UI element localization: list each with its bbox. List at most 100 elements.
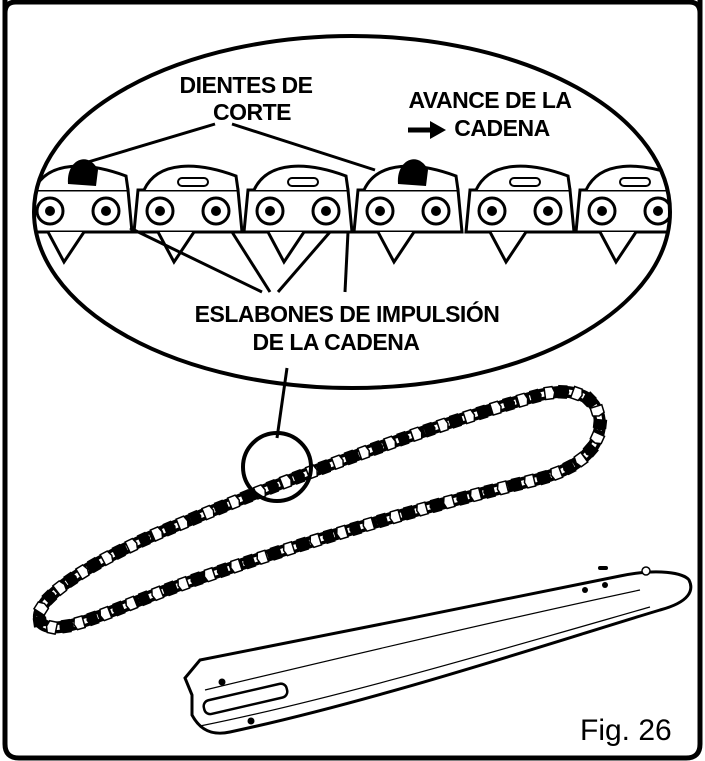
leader-cutting-tooth-left bbox=[77, 122, 216, 167]
chain-tooth bbox=[282, 540, 296, 557]
chain-tooth bbox=[409, 426, 423, 443]
chain-centerline bbox=[32, 385, 607, 634]
chain-tooth bbox=[151, 585, 165, 602]
guide-bar-edge bbox=[204, 589, 641, 691]
chain-tooth bbox=[177, 575, 191, 592]
chain-tooth bbox=[51, 579, 68, 597]
guide-bar bbox=[183, 566, 693, 735]
chain-tooth bbox=[111, 543, 126, 560]
guide-bar-edge-lower bbox=[199, 606, 651, 727]
chain-tooth bbox=[523, 473, 537, 489]
chain-link bbox=[34, 159, 134, 265]
chain-tooth bbox=[269, 545, 283, 561]
right-arrow-icon bbox=[408, 121, 446, 139]
chain-tooth bbox=[396, 430, 410, 447]
chain-tooth bbox=[456, 490, 470, 506]
chain-tooth bbox=[330, 454, 344, 471]
chain-tooth bbox=[322, 528, 336, 545]
chain-tooth bbox=[569, 385, 583, 402]
chain-tooth bbox=[382, 435, 397, 452]
chain-tooth bbox=[125, 595, 139, 612]
magnified-chain-links bbox=[34, 159, 670, 265]
chain-tooth bbox=[375, 512, 389, 529]
chain-tooth bbox=[488, 400, 502, 417]
chain-tooth bbox=[175, 515, 189, 532]
chain-tooth bbox=[362, 516, 376, 533]
label-cutting-teeth-line2: CORTE bbox=[213, 99, 291, 125]
chain-tooth bbox=[45, 619, 59, 635]
guide-bar-nose-hole-2 bbox=[582, 587, 588, 593]
chain-tooth bbox=[429, 497, 443, 514]
chain-tooth bbox=[573, 451, 589, 468]
chain-tooth bbox=[389, 508, 403, 525]
chain-tooth bbox=[435, 417, 449, 434]
chain-tooth bbox=[592, 418, 608, 431]
chain-tooth bbox=[515, 392, 529, 409]
chain-centerline-inner bbox=[36, 389, 603, 630]
chain-link bbox=[464, 164, 576, 265]
chain-tooth bbox=[580, 391, 597, 408]
label-cutting-teeth-line1: DIENTES DE bbox=[179, 72, 312, 98]
leader-drive-link-2 bbox=[230, 231, 272, 293]
chain-tooth bbox=[496, 480, 510, 496]
guide-bar-hole-2 bbox=[247, 717, 255, 725]
chain-tooth bbox=[528, 388, 542, 405]
figure-label: Fig. 26 bbox=[580, 714, 672, 747]
chain-tooth bbox=[469, 486, 483, 503]
chain-tooth bbox=[317, 459, 332, 476]
chain-tooth bbox=[537, 469, 551, 486]
chain-tooth bbox=[265, 478, 280, 495]
chain-link bbox=[132, 164, 244, 265]
chain-link bbox=[242, 164, 354, 265]
chain-tooth bbox=[416, 501, 429, 517]
detail-circle bbox=[241, 431, 313, 503]
chain-tooth bbox=[543, 385, 556, 401]
chain-tooth bbox=[59, 618, 72, 634]
chain-tooth bbox=[162, 520, 177, 537]
chain-tooth bbox=[336, 524, 350, 541]
label-drive-links-line1: ESLABONES DE IMPULSIÓN bbox=[195, 300, 500, 327]
label-chain-travel-line2: CADENA bbox=[454, 115, 549, 141]
chain-tooth bbox=[32, 601, 50, 617]
chain-tooth bbox=[369, 440, 384, 456]
leader-lines bbox=[77, 122, 376, 439]
chain-tooth bbox=[200, 504, 215, 521]
leader-drive-link-3 bbox=[276, 231, 332, 293]
chain-tooth bbox=[278, 473, 293, 490]
guide-bar-hole-1 bbox=[218, 678, 226, 686]
chain-tooth bbox=[216, 562, 230, 579]
leader-to-detail-circle bbox=[275, 367, 289, 439]
chain-tooth bbox=[557, 384, 570, 399]
chain-tooth bbox=[448, 413, 462, 429]
label-drive-links-line2: DE LA CADENA bbox=[253, 329, 420, 355]
chain-tooth bbox=[32, 615, 48, 628]
guide-bar-nose-hole-1 bbox=[602, 582, 608, 588]
chain-tooth bbox=[164, 580, 178, 597]
chain-tooth bbox=[475, 404, 489, 421]
chain-tooth bbox=[86, 556, 102, 574]
chain-tooth bbox=[442, 493, 456, 510]
chain-tooth bbox=[203, 566, 217, 583]
label-chain-travel-line1: AVANCE DE LA bbox=[408, 87, 571, 113]
chain-tooth bbox=[356, 444, 371, 461]
chain-tooth bbox=[243, 553, 257, 570]
chain-tooth bbox=[239, 489, 254, 506]
chain-magnified-view bbox=[32, 34, 672, 390]
chain-tooth bbox=[190, 571, 204, 588]
chain-tooth bbox=[550, 465, 564, 482]
chain-tooth bbox=[213, 499, 228, 516]
chain-tooth bbox=[112, 600, 126, 617]
chain-tooth bbox=[230, 557, 244, 574]
chain-tooth bbox=[99, 605, 113, 622]
chain-tooth bbox=[510, 476, 524, 493]
chain-tooth bbox=[582, 441, 599, 458]
chain-tooth bbox=[188, 509, 202, 526]
guide-bar-nose-slot bbox=[598, 566, 608, 570]
chain-teeth bbox=[32, 384, 608, 635]
chain-tooth bbox=[136, 531, 151, 548]
chain-tooth bbox=[502, 396, 516, 412]
chain-tooth bbox=[483, 483, 497, 499]
chain-tooth bbox=[138, 590, 152, 607]
